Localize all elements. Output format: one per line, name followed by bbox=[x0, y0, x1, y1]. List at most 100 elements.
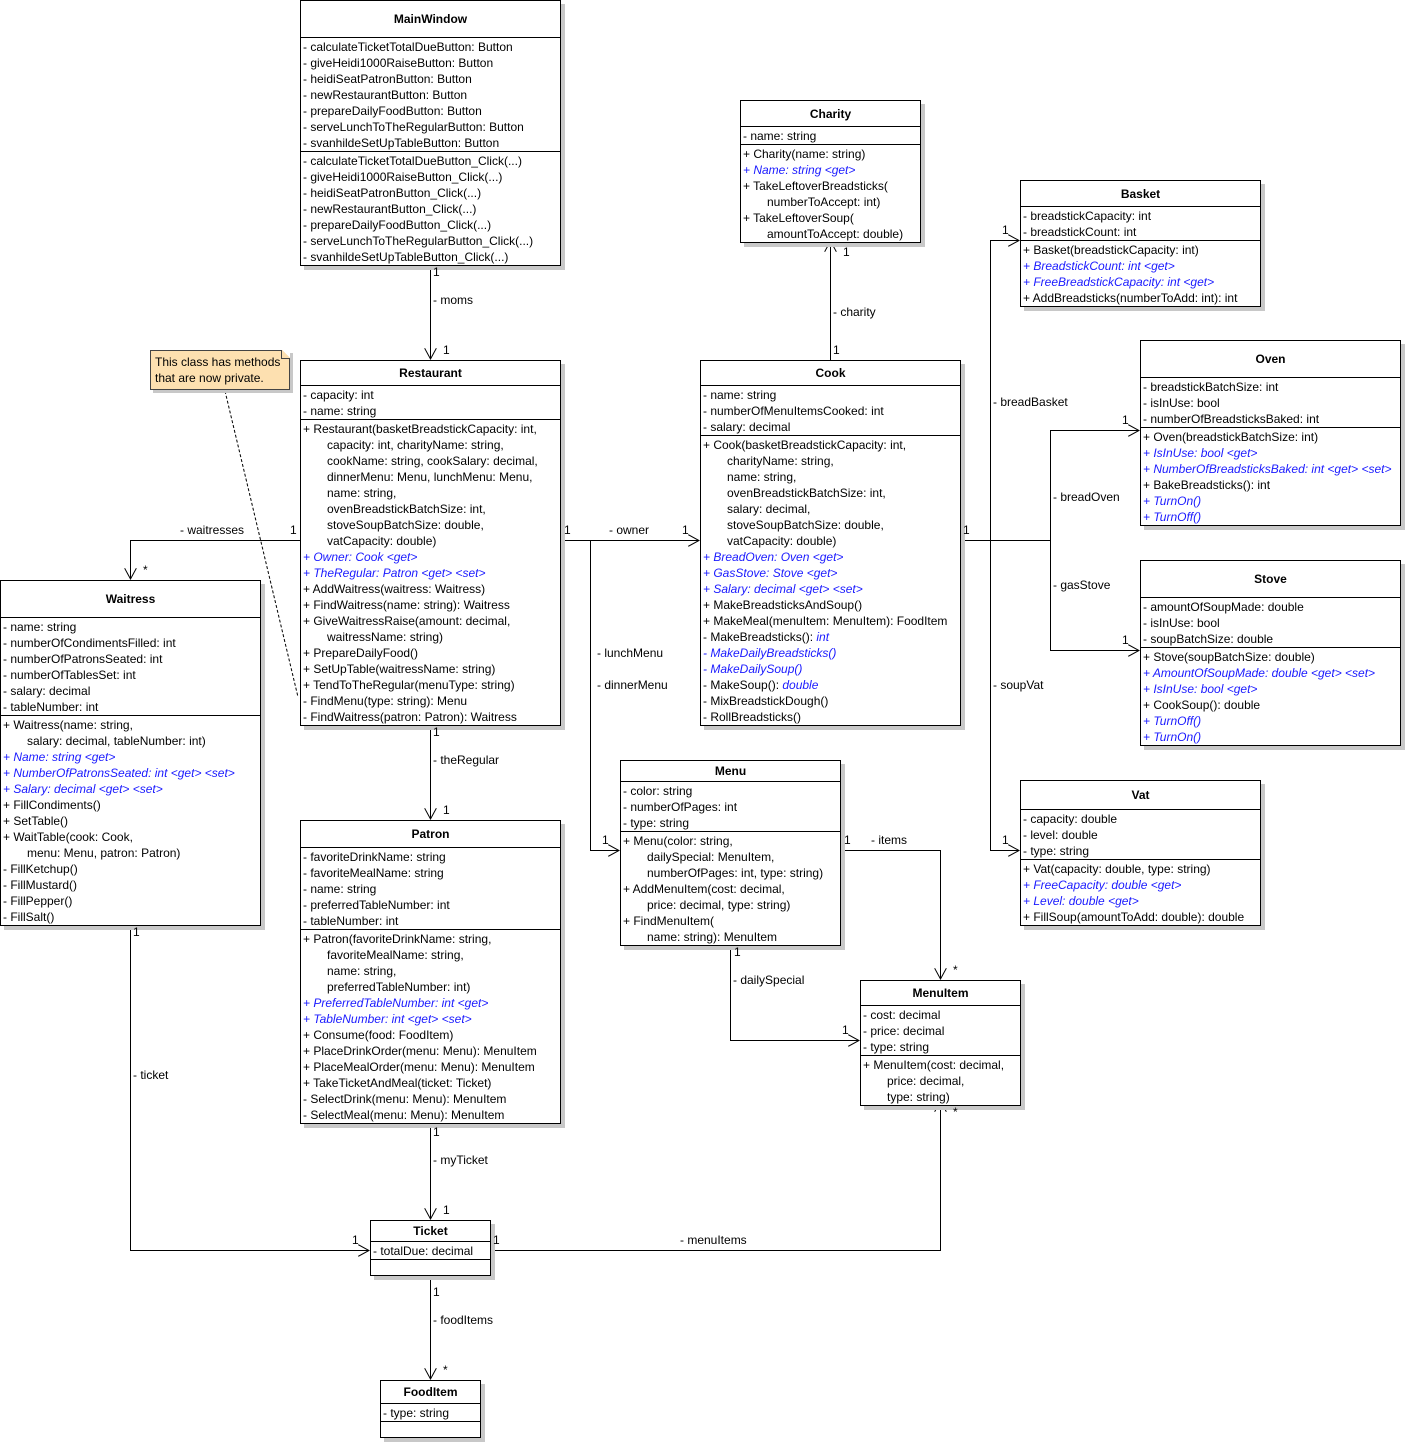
attribute-line: - numberOfPatronsSeated: int bbox=[3, 651, 260, 667]
class-name: Waitress bbox=[1, 581, 260, 618]
attribute-text: - prepareDailyFoodButton: Button bbox=[303, 104, 482, 118]
role-label: - charity bbox=[833, 305, 876, 319]
attribute-line: - amountOfSoupMade: double bbox=[1143, 599, 1400, 615]
method-text: vatCapacity: double) bbox=[327, 534, 437, 548]
method-compartment: + Basket(breadstickCapacity: int)+ Bread… bbox=[1021, 240, 1260, 306]
attribute-text: - svanhildeSetUpTableButton: Button bbox=[303, 136, 500, 150]
method-line: + NumberOfBreadsticksBaked: int <get> <s… bbox=[1143, 461, 1400, 477]
method-line: charityName: string, bbox=[703, 453, 960, 469]
method-line: cookName: string, cookSalary: decimal, bbox=[303, 453, 560, 469]
class-stove[interactable]: Stove- amountOfSoupMade: double- isInUse… bbox=[1140, 560, 1401, 746]
method-line: + FillSoup(amountToAdd: double): double bbox=[1023, 909, 1260, 925]
attribute-text: - totalDue: decimal bbox=[373, 1244, 474, 1258]
method-text: + PreferredTableNumber: int <get> bbox=[303, 996, 489, 1010]
mult-label: 1 bbox=[433, 725, 440, 739]
method-line: dailySpecial: MenuItem, bbox=[623, 849, 840, 865]
method-text: + NumberOfBreadsticksBaked: int <get> <s… bbox=[1143, 462, 1392, 476]
method-line: preferredTableNumber: int) bbox=[303, 979, 560, 995]
attribute-text: - type: string bbox=[1023, 844, 1090, 858]
role-label: - breadOven bbox=[1053, 490, 1120, 504]
class-name: Stove bbox=[1141, 561, 1400, 598]
class-food-item[interactable]: FoodItem- type: string bbox=[380, 1380, 481, 1438]
method-text: - MakeDailySoup() bbox=[703, 662, 803, 676]
method-text: + BakeBreadsticks(): int bbox=[1143, 478, 1271, 492]
class-patron[interactable]: Patron- favoriteDrinkName: string- favor… bbox=[300, 820, 561, 1124]
attribute-line: - giveHeidi1000RaiseButton: Button bbox=[303, 55, 560, 71]
method-line: ovenBreadstickBatchSize: int, bbox=[703, 485, 960, 501]
method-text: + Vat(capacity: double, type: string) bbox=[1023, 862, 1211, 876]
attribute-text: - favoriteDrinkName: string bbox=[303, 850, 446, 864]
method-line: + BreadOven: Oven <get> bbox=[703, 549, 960, 565]
mult-label: 1 bbox=[1002, 223, 1009, 237]
attribute-text: - amountOfSoupMade: double bbox=[1143, 600, 1304, 614]
attribute-line: - tableNumber: int bbox=[3, 699, 260, 715]
method-text: stoveSoupBatchSize: double, bbox=[727, 518, 884, 532]
class-cook[interactable]: Cook- name: string- numberOfMenuItemsCoo… bbox=[700, 360, 961, 726]
attribute-compartment: - capacity: double- level: double- type:… bbox=[1021, 810, 1260, 859]
method-text: + NumberOfPatronsSeated: int <get> <set> bbox=[3, 766, 235, 780]
method-line: + MakeMeal(menuItem: MenuItem): FoodItem bbox=[703, 613, 960, 629]
attribute-text: - tableNumber: int bbox=[3, 700, 99, 714]
method-text: menu: Menu, patron: Patron) bbox=[27, 846, 181, 860]
method-line: + CookSoup(): double bbox=[1143, 697, 1400, 713]
method-compartment: + Cook(basketBreadstickCapacity: int,cha… bbox=[701, 435, 960, 725]
method-line: - RollBreadsticks() bbox=[703, 709, 960, 725]
attribute-line: - calculateTicketTotalDueButton: Button bbox=[303, 39, 560, 55]
mult-label: * bbox=[143, 563, 148, 577]
mult-label: 1 bbox=[844, 833, 851, 847]
class-restaurant[interactable]: Restaurant- capacity: int- name: string+… bbox=[300, 360, 561, 726]
method-line: - calculateTicketTotalDueButton_Click(..… bbox=[303, 153, 560, 169]
attribute-text: - preferredTableNumber: int bbox=[303, 898, 450, 912]
attribute-line: - breadstickBatchSize: int bbox=[1143, 379, 1400, 395]
class-ticket[interactable]: Ticket - totalDue: decimal bbox=[370, 1220, 491, 1276]
line-ticket bbox=[130, 920, 370, 1251]
method-line: favoriteMealName: string, bbox=[303, 947, 560, 963]
method-text: name: string, bbox=[327, 486, 397, 500]
method-compartment: + Vat(capacity: double, type: string) + F… bbox=[1021, 859, 1260, 925]
method-text: + Patron(favoriteDrinkName: string, bbox=[303, 932, 492, 946]
method-line: price: decimal, bbox=[863, 1073, 1020, 1089]
attribute-text: - name: string bbox=[303, 404, 377, 418]
class-charity[interactable]: Charity- name: string+ Charity(name: str… bbox=[740, 100, 921, 243]
method-text: + Owner: Cook <get> bbox=[303, 550, 418, 564]
method-text: name: string, bbox=[327, 964, 397, 978]
method-text: + PlaceDrinkOrder(menu: Menu): MenuItem bbox=[303, 1044, 537, 1058]
role-label: - dinnerMenu bbox=[597, 678, 668, 692]
attribute-line: - capacity: int bbox=[303, 387, 560, 403]
class-basket[interactable]: Basket- breadstickCapacity: int- breadst… bbox=[1020, 180, 1261, 307]
attribute-compartment: - type: string bbox=[381, 1404, 480, 1421]
attribute-text: - numberOfTablesSet: int bbox=[3, 668, 136, 682]
role-label: - dailySpecial bbox=[733, 973, 805, 987]
mult-label: 1 bbox=[433, 1285, 440, 1299]
class-main-window[interactable]: MainWindow- calculateTicketTotalDueButto… bbox=[300, 0, 561, 266]
role-label: - myTicket bbox=[433, 1153, 488, 1167]
method-line: - FindWaitress(patron: Patron): Waitress bbox=[303, 709, 560, 725]
attribute-line: - name: string bbox=[743, 128, 920, 144]
method-line: name: string, bbox=[303, 485, 560, 501]
attribute-text: - price: decimal bbox=[863, 1024, 945, 1038]
attribute-text: - favoriteMealName: string bbox=[303, 866, 444, 880]
method-text: - MixBreadstickDough() bbox=[703, 694, 829, 708]
method-text: + TurnOff() bbox=[1143, 714, 1202, 728]
class-name: Cook bbox=[701, 361, 960, 386]
line-waitresses bbox=[131, 540, 300, 580]
role-label: - menuItems bbox=[680, 1233, 747, 1247]
class-name: Ticket bbox=[371, 1221, 490, 1242]
class-waitress[interactable]: Waitress- name: string- numberOfCondimen… bbox=[0, 580, 261, 926]
method-line: type: string) bbox=[863, 1089, 1020, 1105]
class-menu-item[interactable]: MenuItem- cost: decimal- price: decimal-… bbox=[860, 980, 1021, 1106]
attribute-line: - type: string bbox=[383, 1405, 480, 1421]
mult-label: 1 bbox=[443, 1203, 450, 1217]
class-vat[interactable]: Vat- capacity: double- level: double- ty… bbox=[1020, 780, 1261, 926]
method-compartment: + Waitress(name: string,salary: decimal,… bbox=[1, 715, 260, 925]
method-text: + AddWaitress(waitress: Waitress) bbox=[303, 582, 486, 596]
method-line: salary: decimal, tableNumber: int) bbox=[3, 733, 260, 749]
class-menu[interactable]: Menu- color: string- numberOfPages: int-… bbox=[620, 760, 841, 946]
method-line: - MakeBreadsticks(): int bbox=[703, 629, 960, 645]
attribute-text: - name: string bbox=[303, 882, 377, 896]
method-text: vatCapacity: double) bbox=[727, 534, 837, 548]
attribute-text: - level: double bbox=[1023, 828, 1098, 842]
class-oven[interactable]: Oven- breadstickBatchSize: int- isInUse:… bbox=[1140, 340, 1401, 526]
method-text: - heidiSeatPatronButton_Click(...) bbox=[303, 186, 482, 200]
